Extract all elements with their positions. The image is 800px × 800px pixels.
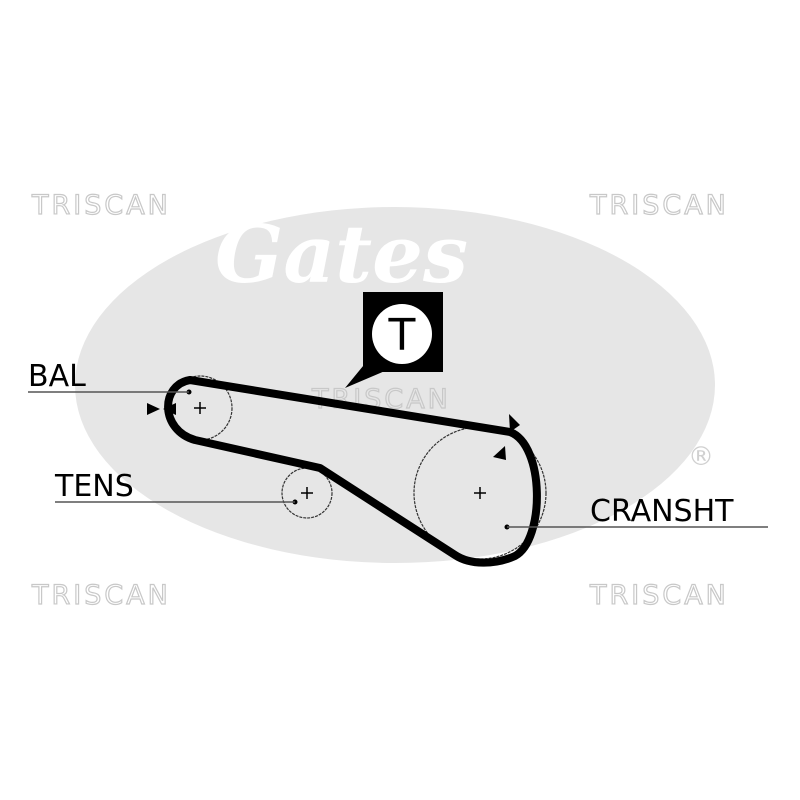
bal-label: BAL bbox=[28, 359, 86, 394]
timing-marks bbox=[147, 389, 520, 530]
watermark: TRISCAN bbox=[31, 190, 171, 221]
watermark: TRISCAN bbox=[31, 580, 171, 611]
logo-text: Gates bbox=[215, 207, 468, 301]
gates-logo: Gates ® bbox=[75, 207, 715, 563]
center-marks bbox=[194, 402, 486, 499]
crank-label: CRANSHT bbox=[590, 494, 734, 529]
registered-mark: ® bbox=[688, 442, 714, 472]
tens-label: TENS bbox=[54, 469, 134, 504]
timing-belt bbox=[164, 376, 541, 567]
badge-letter: T bbox=[388, 310, 416, 361]
tensioner-badge: T bbox=[345, 292, 443, 388]
watermark: TRISCAN bbox=[589, 190, 729, 221]
watermark: TRISCAN bbox=[589, 580, 729, 611]
